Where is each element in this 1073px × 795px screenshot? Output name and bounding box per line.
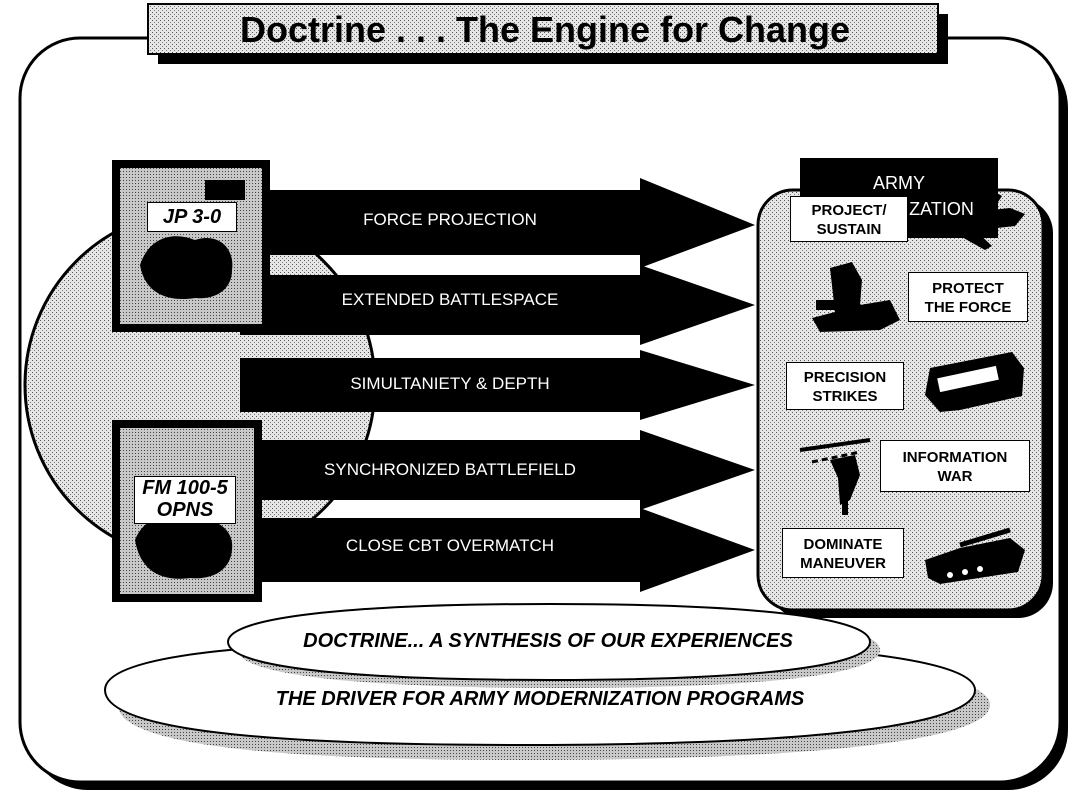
tank-icon (925, 527, 1025, 584)
capability-dominate-maneuver: DOMINATE MANEUVER (782, 528, 904, 578)
capability-dominate-line2: MANEUVER (800, 555, 886, 572)
cloud-line-2: THE DRIVER FOR ARMY MODERNIZATION PROGRA… (275, 688, 805, 710)
air-defense-vehicle-icon (812, 262, 900, 332)
arrow-5 (240, 508, 755, 592)
page-title: Doctrine . . . The Engine for Change (239, 9, 851, 50)
fm-100-5-label-line1: FM 100-5 (142, 477, 228, 499)
arrow-1 (240, 178, 755, 268)
capability-project-sustain-line1: PROJECT/ (811, 202, 887, 219)
arrow-label-simultaniety-depth: SIMULTANIETY & DEPTH (350, 374, 550, 393)
capability-information-line2: WAR (937, 468, 973, 485)
arrow-label-force-projection: FORCE PROJECTION (363, 210, 537, 229)
capability-information-line1: INFORMATION (902, 449, 1008, 466)
capability-precision-strikes: PRECISION STRIKES (786, 362, 904, 410)
arrow-2 (240, 265, 755, 345)
jp-3-0-document-icon (112, 160, 270, 332)
cloud-line-1: DOCTRINE... A SYNTHESIS OF OUR EXPERIENC… (303, 630, 793, 652)
capability-protect-the-force: PROTECT THE FORCE (908, 272, 1028, 322)
jp-3-0-label: JP 3-0 (147, 202, 237, 232)
capability-project-sustain: PROJECT/ SUSTAIN (790, 196, 908, 242)
helicopter-icon (799, 438, 871, 515)
arrow-3 (240, 350, 755, 420)
arrow-label-synchronized-battlefield: SYNCHRONIZED BATTLEFIELD (324, 460, 576, 479)
cloud-top (226, 602, 872, 682)
fm-100-5-label: FM 100-5 OPNS (134, 476, 236, 524)
capability-protect-line1: PROTECT (932, 280, 1004, 297)
capability-precision-line2: STRIKES (812, 388, 878, 405)
title-banner (147, 3, 939, 55)
capability-protect-line2: THE FORCE (924, 299, 1012, 316)
arrow-4 (240, 430, 755, 510)
capability-project-sustain-line2: SUSTAIN (816, 221, 882, 238)
capability-dominate-line1: DOMINATE (803, 536, 883, 553)
arrow-label-extended-battlespace: EXTENDED BATTLESPACE (341, 290, 559, 309)
fm-100-5-label-line2: OPNS (156, 499, 214, 521)
capability-precision-line1: PRECISION (803, 369, 887, 386)
arrow-label-close-cbt-overmatch: CLOSE CBT OVERMATCH (345, 536, 555, 555)
army-modernization-line1: ARMY (872, 173, 925, 193)
capability-information-war: INFORMATION WAR (880, 440, 1030, 492)
rocket-launcher-icon (925, 352, 1024, 412)
